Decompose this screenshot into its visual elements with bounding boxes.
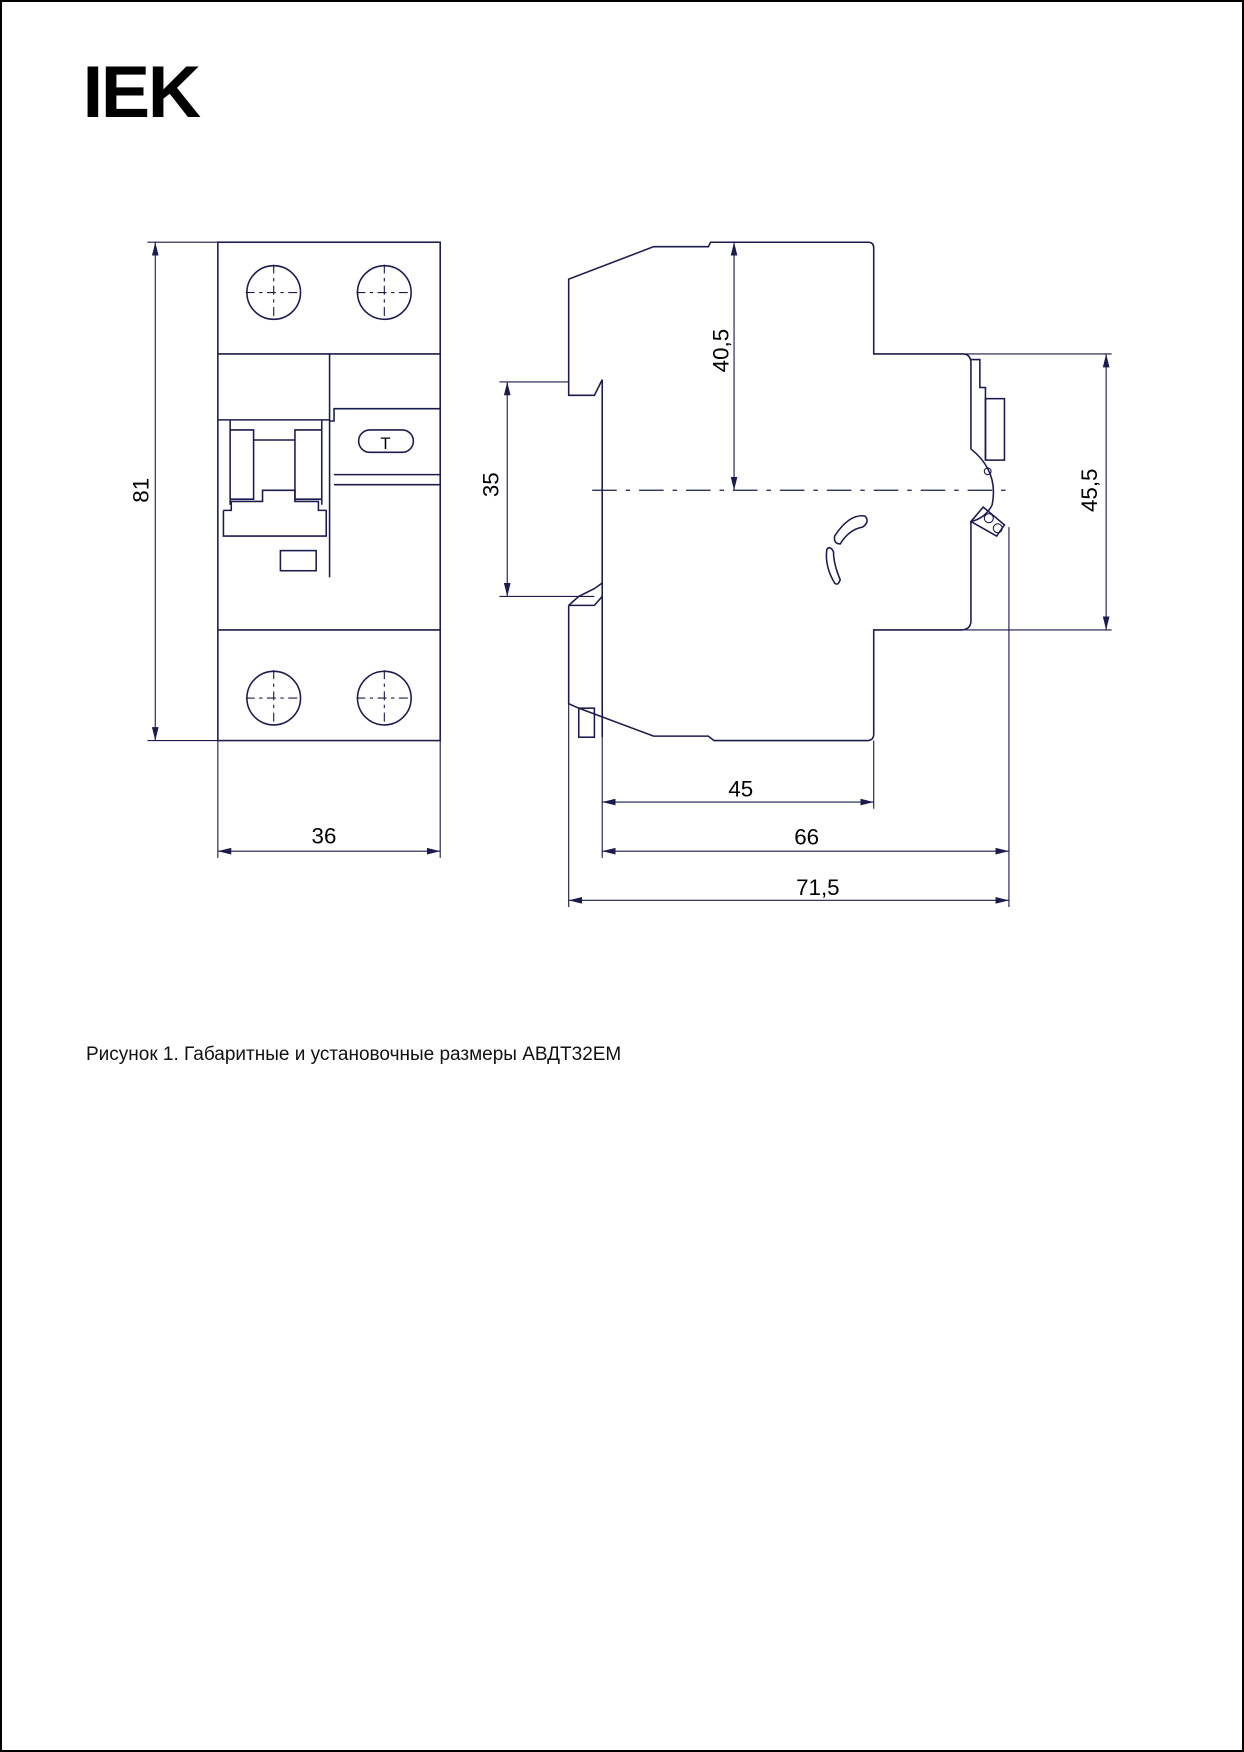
dimension-45-5: 45,5: [965, 353, 1112, 631]
front-view: T: [217, 241, 441, 742]
dimension-40-5: 40,5: [708, 242, 738, 491]
test-button: [357, 429, 415, 454]
dimension-label-66: 66: [794, 824, 819, 849]
dimension-label-71-5: 71,5: [796, 875, 839, 900]
front-body-outline: [217, 241, 441, 742]
toggle-handle: [217, 353, 331, 578]
dimension-81: 81: [129, 241, 218, 742]
figure-caption: Рисунок 1. Габаритные и установочные раз…: [86, 1044, 622, 1065]
logo-text: IEK: [83, 50, 201, 133]
dimension-71-5: 71,5: [568, 703, 1009, 908]
dimension-35: 35: [478, 381, 595, 597]
dimension-label-45: 45: [728, 776, 753, 801]
dimension-45: 45: [601, 737, 875, 858]
terminal-screw-top-right: [356, 264, 413, 321]
indicator-window: [279, 549, 317, 572]
side-body-outline: [567, 241, 995, 742]
side-view: [567, 241, 1014, 742]
dimension-66: 66: [602, 527, 1010, 908]
dimension-label-40-5: 40,5: [708, 329, 733, 372]
terminal-screw-bottom-right: [356, 670, 413, 727]
iek-logo: IEK: [83, 50, 203, 133]
terminal-screw-top-left: [245, 264, 302, 321]
dimension-label-45-5: 45,5: [1077, 469, 1102, 512]
latch-slot: [833, 515, 868, 545]
test-button-panel: T: [329, 407, 441, 486]
terminal-screw-bottom-left: [245, 670, 302, 727]
dimension-36: 36: [217, 740, 441, 858]
dimension-label-81: 81: [129, 478, 154, 503]
dimension-label-35: 35: [478, 472, 503, 497]
dimension-label-36: 36: [312, 823, 337, 848]
test-button-label: T: [380, 434, 390, 453]
